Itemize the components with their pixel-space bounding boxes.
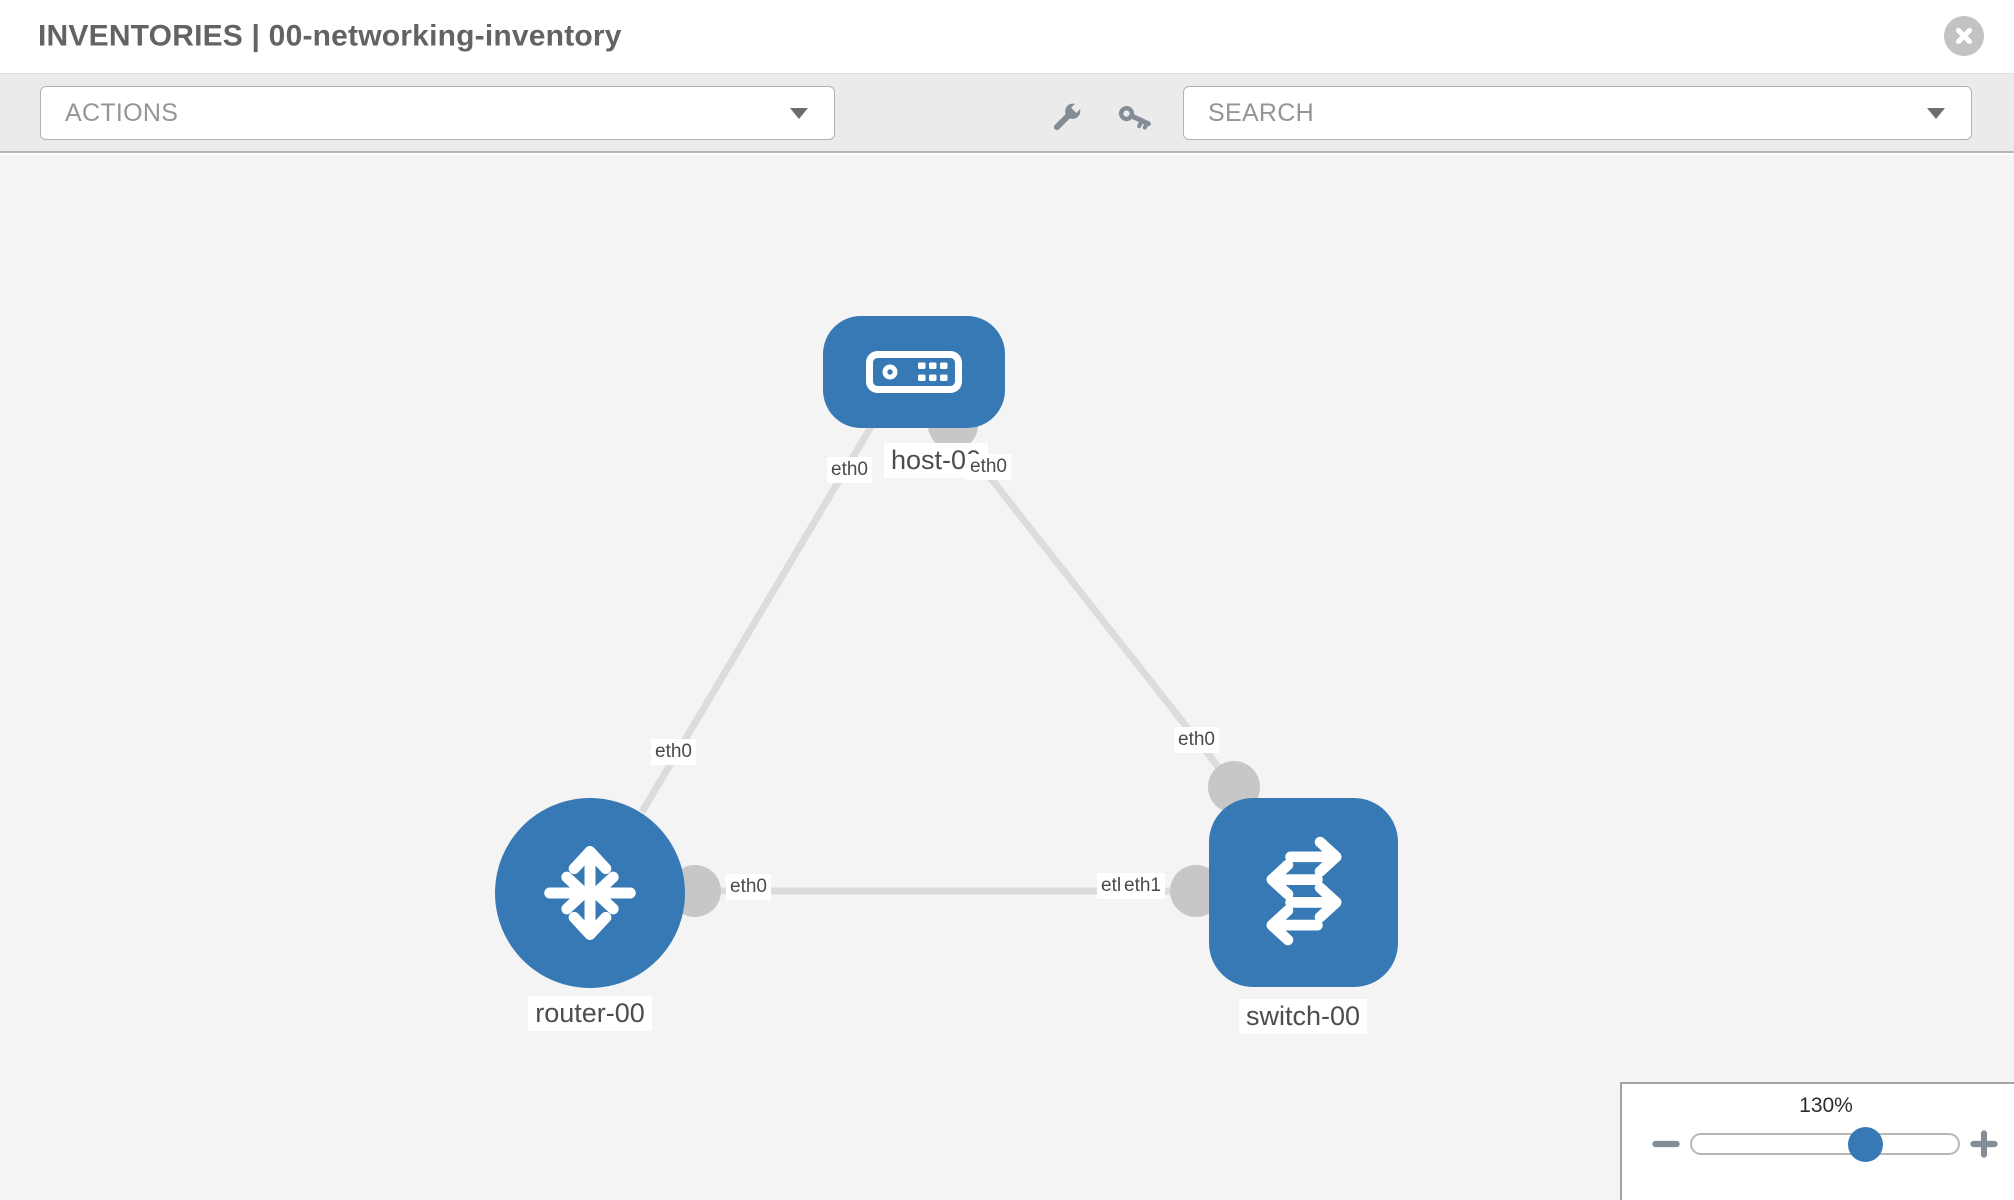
search-dropdown[interactable]: SEARCH (1183, 86, 1972, 140)
zoom-panel: 130% (1620, 1082, 2014, 1200)
node-switch-00[interactable] (1209, 798, 1398, 987)
key-icon (1117, 99, 1155, 137)
chevron-down-icon (790, 108, 808, 119)
node-label-switch: switch-00 (1238, 999, 1368, 1034)
switch-icon (1237, 826, 1371, 960)
header-bar: INVENTORIES | 00-networking-inventory (0, 0, 2014, 73)
topology-canvas[interactable] (0, 155, 2014, 1200)
zoom-level-value: 130% (1799, 1094, 1853, 1117)
actions-dropdown[interactable]: ACTIONS (40, 86, 835, 140)
node-host-00[interactable] (823, 316, 1005, 428)
interface-label: eth0 (726, 874, 771, 900)
minus-icon (1650, 1128, 1682, 1160)
chevron-down-icon (1927, 108, 1945, 119)
host-device-icon (865, 350, 963, 394)
plus-icon (1968, 1128, 2000, 1160)
node-router-00[interactable] (495, 798, 685, 988)
close-button[interactable] (1944, 16, 1984, 56)
node-label-router: router-00 (528, 996, 652, 1031)
close-icon (1953, 25, 1975, 47)
interface-label: eth0 (966, 454, 1011, 480)
tools-button[interactable] (1044, 97, 1088, 139)
zoom-in-button[interactable] (1966, 1126, 2002, 1162)
page-title: INVENTORIES | 00-networking-inventory (38, 18, 622, 52)
wrench-icon (1047, 99, 1085, 137)
link-host-switch[interactable] (945, 421, 1237, 790)
interface-label: eth0 (1174, 727, 1219, 753)
zoom-slider-track[interactable] (1690, 1133, 1960, 1155)
credentials-button[interactable] (1114, 97, 1158, 139)
zoom-slider-thumb[interactable] (1848, 1127, 1883, 1162)
interface-label: eth1 (1120, 873, 1165, 899)
interface-label: eth0 (827, 457, 872, 483)
search-dropdown-label: SEARCH (1208, 98, 1314, 127)
actions-dropdown-label: ACTIONS (65, 98, 179, 127)
interface-label: eth0 (651, 739, 696, 765)
router-icon (529, 832, 651, 954)
zoom-out-button[interactable] (1648, 1126, 1684, 1162)
